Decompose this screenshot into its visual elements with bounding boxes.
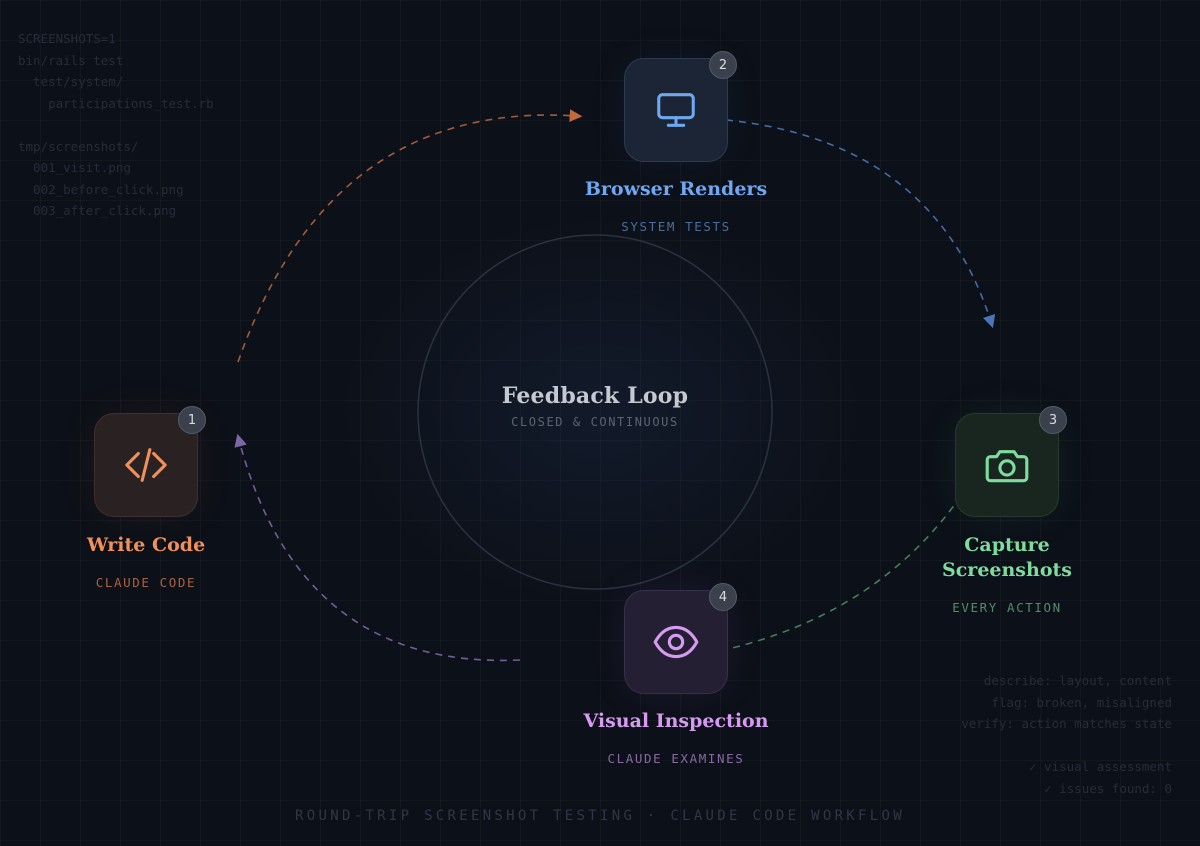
arrow-write-to-browser: [237, 109, 583, 363]
footer-caption: ROUND-TRIP SCREENSHOT TESTING · CLAUDE C…: [295, 808, 905, 824]
browser-renders-title: Browser Renders: [584, 178, 768, 200]
center-glow: [300, 190, 900, 630]
browser-renders-subtitle: SYSTEM TESTS: [621, 219, 731, 234]
center-subtitle: CLOSED & CONTINUOUS: [511, 415, 679, 429]
eye-icon: [653, 625, 699, 659]
browser-renders-node: [624, 58, 728, 162]
center-ring: [417, 234, 773, 590]
arrow-inspect-to-write: [234, 433, 521, 662]
step-badge-1: 1: [178, 406, 206, 434]
capture-screenshots-subtitle: EVERY ACTION: [952, 600, 1062, 615]
code-snippet-right: describe: layout, content flag: broken, …: [961, 673, 1172, 796]
monitor-icon: [657, 93, 695, 127]
step-badge-2: 2: [709, 51, 737, 79]
center-title: Feedback Loop: [501, 383, 689, 409]
step-badge-3: 3: [1039, 406, 1067, 434]
visual-inspection-subtitle: CLAUDE EXAMINES: [607, 751, 745, 766]
step-badge-4: 4: [709, 583, 737, 611]
visual-inspection-title: Visual Inspection: [583, 710, 769, 732]
capture-screenshots-title: Capture Screenshots: [942, 534, 1072, 581]
code-brackets-icon: [125, 448, 167, 482]
center-label: Feedback Loop CLOSED & CONTINUOUS: [395, 383, 795, 429]
code-snippet-left: SCREENSHOTS=1 bin/rails test test/system…: [18, 31, 214, 218]
write-code-title: Write Code: [86, 534, 206, 556]
visual-inspection-node: [624, 590, 728, 694]
camera-icon: [985, 450, 1029, 483]
capture-screenshots-node: [955, 413, 1059, 517]
write-code-subtitle: CLAUDE CODE: [95, 575, 197, 590]
write-code-node: [94, 413, 198, 517]
arrow-browser-to-capture: [699, 117, 996, 329]
